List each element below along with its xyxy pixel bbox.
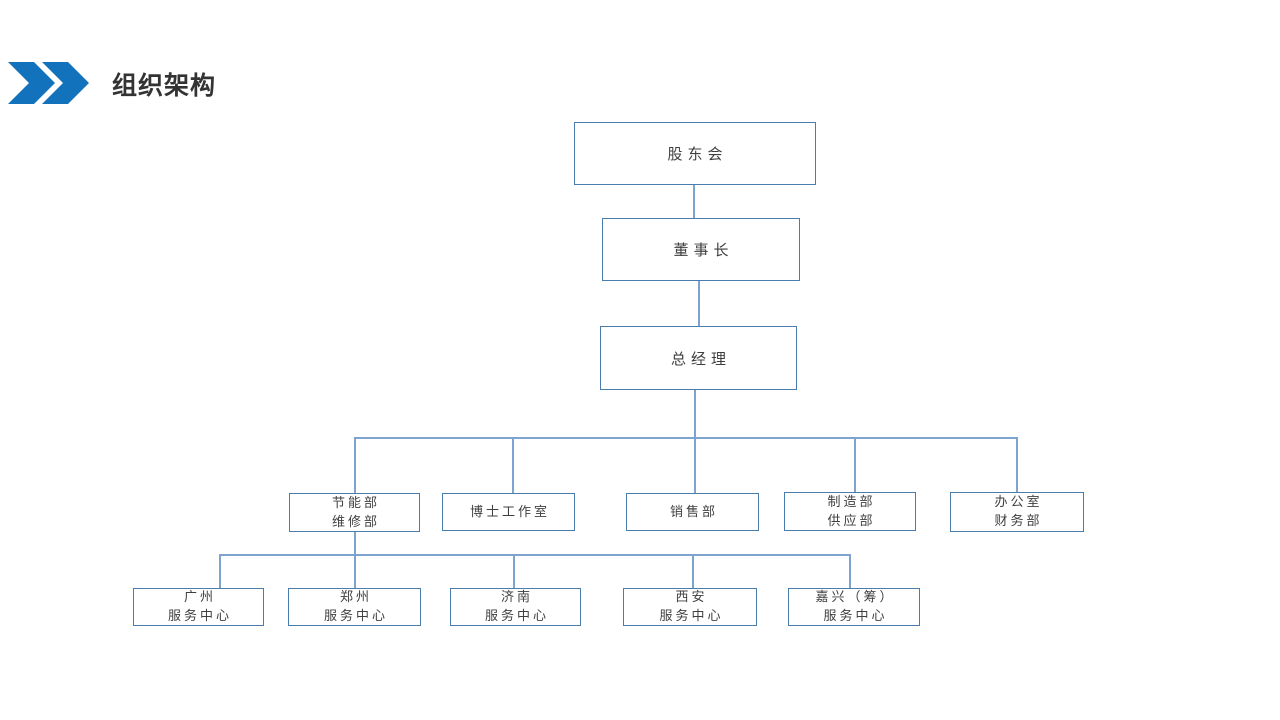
connector-drop-energy	[354, 437, 356, 493]
double-chevron-icon	[8, 62, 89, 104]
org-node-label: 董事长	[673, 241, 734, 259]
connector-shareholders-chairman	[693, 185, 695, 218]
org-node-label-line2: 服务中心	[484, 609, 549, 624]
org-node-label: 博士工作室	[469, 504, 550, 520]
org-node-label: 销售部	[669, 504, 718, 520]
org-node-office-finance-dept: 办公室 财务部	[950, 492, 1084, 532]
page-title: 组织架构	[112, 71, 217, 100]
org-node-label-line1: 郑州	[339, 590, 372, 605]
connector-drop-doctor-studio	[512, 437, 514, 493]
connector-drop-manufacturing	[854, 437, 856, 492]
org-node-label-line1: 广州	[183, 590, 216, 605]
connector-drop-jiaxing	[849, 554, 851, 588]
chevron-left-icon	[8, 62, 55, 104]
org-node-jinan-service-center: 济南 服务中心	[450, 588, 581, 626]
org-node-label-line1: 节能部	[331, 495, 380, 511]
org-node-label-line2: 服务中心	[167, 609, 232, 624]
org-node-manufacturing-supply-dept: 制造部 供应部	[784, 492, 916, 531]
org-node-label-line2: 维修部	[331, 514, 380, 530]
org-node-chairman: 董事长	[602, 218, 800, 281]
connector-gm-trunk	[694, 390, 696, 437]
org-node-guangzhou-service-center: 广州 服务中心	[133, 588, 264, 626]
org-node-energy-maintenance-dept: 节能部 维修部	[289, 493, 420, 532]
org-node-label-line2: 财务部	[994, 514, 1043, 529]
connector-chairman-gm	[698, 281, 700, 326]
org-node-jiaxing-service-center: 嘉兴（筹） 服务中心	[788, 588, 920, 626]
org-node-label-line2: 供应部	[827, 513, 876, 529]
org-node-label-line2: 服务中心	[659, 609, 724, 624]
connector-drop-jinan	[513, 554, 515, 588]
connector-energy-centers-trunk	[354, 532, 356, 588]
org-node-shareholders: 股东会	[574, 122, 816, 185]
org-node-sales-dept: 销售部	[626, 493, 759, 531]
org-node-general-manager: 总经理	[600, 326, 797, 390]
org-node-label-line1: 西安	[675, 590, 708, 605]
org-node-xian-service-center: 西安 服务中心	[623, 588, 757, 626]
org-node-label: 总经理	[670, 349, 731, 368]
org-node-label-line1: 制造部	[827, 494, 876, 510]
chevron-right-icon	[42, 62, 89, 104]
connector-drop-guangzhou	[219, 554, 221, 588]
connector-departments-bus	[355, 437, 1018, 439]
org-node-label: 股东会	[667, 145, 728, 163]
connector-centers-bus	[219, 554, 851, 556]
connector-drop-xian	[692, 554, 694, 588]
slide-header: 组织架构	[0, 0, 1280, 120]
org-node-label-line1: 嘉兴（筹）	[815, 590, 896, 605]
org-node-label-line1: 济南	[500, 590, 533, 605]
org-node-label-line2: 服务中心	[823, 609, 888, 624]
org-node-label-line2: 服务中心	[323, 609, 388, 624]
org-node-label-line1: 办公室	[994, 495, 1043, 510]
org-node-zhengzhou-service-center: 郑州 服务中心	[288, 588, 421, 626]
connector-drop-sales	[694, 437, 696, 493]
connector-drop-office	[1016, 437, 1018, 492]
org-node-doctor-studio: 博士工作室	[442, 493, 575, 531]
